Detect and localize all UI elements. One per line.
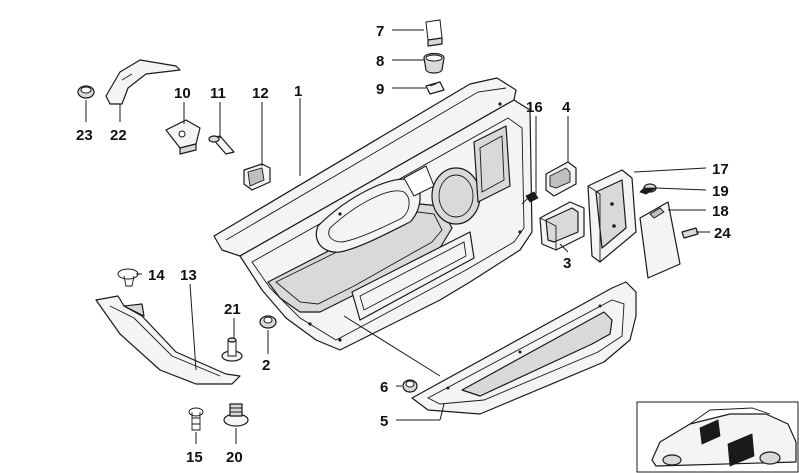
- plug-23[interactable]: [77, 85, 95, 99]
- clip-24[interactable]: [681, 227, 699, 239]
- callout-15: 15: [186, 449, 203, 466]
- callout-17: 17: [712, 161, 729, 178]
- callout-10: 10: [174, 85, 191, 102]
- rivet-20[interactable]: [223, 403, 249, 427]
- callout-24: 24: [714, 225, 731, 242]
- callout-11: 11: [210, 85, 226, 102]
- screw-15[interactable]: [188, 407, 204, 431]
- bracket-13[interactable]: [95, 295, 241, 385]
- callout-21: 21: [224, 301, 241, 318]
- screw-16[interactable]: [521, 191, 539, 205]
- door-trim-panel[interactable]: [213, 77, 533, 351]
- callout-6: 6: [380, 379, 388, 396]
- callout-16: 16: [526, 99, 543, 116]
- grommet-8[interactable]: [423, 52, 445, 74]
- lower-trim-strip[interactable]: [411, 281, 637, 415]
- car-location-thumbnail: [636, 401, 799, 473]
- callout-23: 23: [76, 127, 93, 144]
- callout-8: 8: [376, 53, 384, 70]
- clip-2[interactable]: [259, 315, 277, 329]
- pin-21[interactable]: [221, 337, 243, 362]
- bracket-22[interactable]: [105, 59, 181, 105]
- callout-7: 7: [376, 23, 384, 40]
- callout-18: 18: [712, 203, 729, 220]
- callout-1: 1: [294, 83, 302, 100]
- callout-13: 13: [180, 267, 197, 284]
- callout-12: 12: [252, 85, 269, 102]
- connector-12[interactable]: [243, 163, 271, 191]
- callout-19: 19: [712, 183, 729, 200]
- switch-bezel[interactable]: [545, 161, 577, 197]
- callout-9: 9: [376, 81, 384, 98]
- plug-6[interactable]: [402, 379, 418, 393]
- cap-7[interactable]: [425, 19, 443, 47]
- bracket-10[interactable]: [165, 119, 201, 155]
- callout-14: 14: [148, 267, 165, 284]
- callout-22: 22: [110, 127, 127, 144]
- side-trim-housing[interactable]: [587, 169, 637, 263]
- clip-9[interactable]: [425, 81, 445, 95]
- callouts: 1 2 3 4 5 6 7 8 9 10 11 12 13 14 15 16 1…: [76, 23, 731, 466]
- callout-20: 20: [226, 449, 243, 466]
- clip-14[interactable]: [117, 268, 139, 287]
- callout-4: 4: [562, 99, 571, 116]
- callout-2: 2: [262, 357, 270, 374]
- bolt-11[interactable]: [208, 135, 235, 155]
- callout-5: 5: [380, 413, 388, 430]
- leader-lines: [85, 29, 710, 444]
- screw-19[interactable]: [639, 183, 658, 195]
- cover-plate[interactable]: [639, 201, 681, 279]
- handle-housing[interactable]: [539, 201, 585, 251]
- callout-3: 3: [563, 255, 571, 272]
